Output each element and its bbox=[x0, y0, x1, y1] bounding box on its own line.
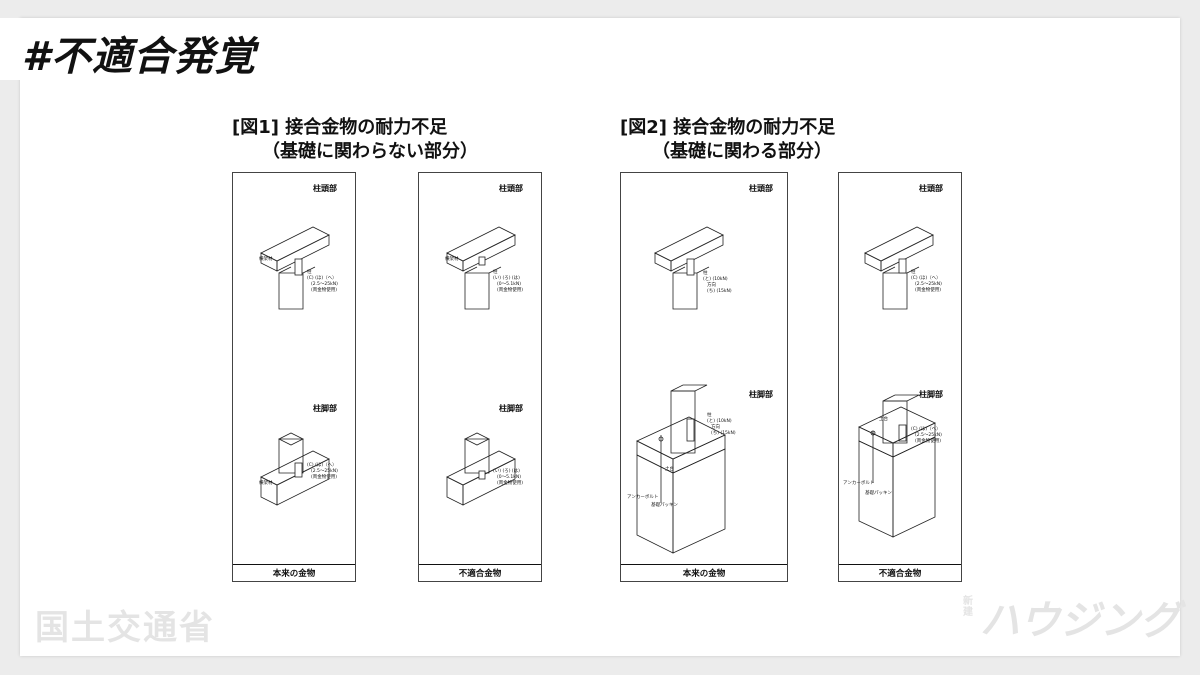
spec-a-bottom: (C) (ほ)（へ） bbox=[307, 463, 337, 468]
spec-c3-bottom: (ち) (15kN) bbox=[711, 431, 736, 436]
top-label: 柱頭部 bbox=[313, 184, 337, 193]
column-label-bottom: 柱 bbox=[707, 413, 712, 418]
packing-label: 基礎パッキン bbox=[651, 503, 678, 508]
spec-a: (C) (ほ)（へ） bbox=[307, 276, 337, 281]
content-card bbox=[20, 18, 1180, 656]
spec-c2: 方向 bbox=[707, 283, 716, 288]
column-label: 柱 bbox=[493, 270, 498, 275]
spec-a3-bottom: (両金物使用) bbox=[915, 439, 942, 444]
figure1-title-line1: [図1] 接合金物の耐力不足 bbox=[232, 117, 448, 138]
column-label: 柱 bbox=[703, 271, 708, 276]
figure2-title-line2: （基礎に関わる部分） bbox=[652, 141, 832, 162]
anchor-label: アンカーボルト bbox=[627, 495, 659, 500]
joint-drawing bbox=[636, 226, 726, 554]
joint-drawing bbox=[858, 226, 936, 538]
hashtag-title: #不適合発覚 bbox=[22, 34, 256, 80]
bottom-label: 柱脚部 bbox=[313, 404, 337, 413]
spec-c: (と) (10kN) bbox=[703, 277, 728, 282]
figure1-title-line2: （基礎に関わらない部分） bbox=[262, 141, 478, 162]
spec-a2: (2.5～25kN) bbox=[311, 282, 338, 287]
column-label: 柱 bbox=[307, 270, 312, 275]
bottom-label: 柱脚部 bbox=[499, 404, 523, 413]
watermark-small: 新建 bbox=[963, 596, 973, 618]
joint-drawing bbox=[260, 226, 330, 506]
packing-label: 基礎パッキン bbox=[865, 491, 892, 496]
panel-caption: 本来の金物 bbox=[621, 564, 787, 579]
figure2-title-line1: [図2] 接合金物の耐力不足 bbox=[620, 117, 836, 138]
joint-drawing bbox=[446, 226, 516, 506]
anchor-label: アンカーボルト bbox=[843, 481, 875, 486]
spec-c2-bottom: 方向 bbox=[711, 425, 720, 430]
hashtag-banner bbox=[0, 18, 360, 80]
foundation-label: 土台 bbox=[665, 467, 674, 472]
panel-caption: 不適合金物 bbox=[419, 564, 541, 579]
bottom-label: 柱脚部 bbox=[919, 390, 943, 399]
top-label: 柱頭部 bbox=[749, 184, 773, 193]
spec-b2-bottom: (0～5.1kN) bbox=[497, 475, 522, 480]
spec-b2: (0～5.1kN) bbox=[497, 282, 522, 287]
watermark-housing-logo: ハウジング bbox=[980, 598, 1180, 644]
spec-a: (C) (ほ)（へ） bbox=[911, 276, 941, 281]
beam-label-bottom: 横架材 bbox=[259, 481, 273, 486]
panel-fig2-wrong: 柱頭部 柱 (C) (ほ)（へ） (2.5～25kN) (両金物使用) 柱脚部 … bbox=[838, 172, 962, 582]
panel-caption: 本来の金物 bbox=[233, 564, 355, 579]
beam-label: 横架材 bbox=[445, 257, 459, 262]
spec-a-bottom: (C) (ほ)（へ） bbox=[911, 427, 941, 432]
spec-a2-bottom: (2.5～25kN) bbox=[311, 469, 338, 474]
spec-a3-bottom: (両金物使用) bbox=[311, 475, 338, 480]
foundation-label: 土台 bbox=[879, 417, 888, 422]
bottom-label: 柱脚部 bbox=[749, 390, 773, 399]
spec-b3: (両金物使用) bbox=[497, 288, 524, 293]
panel-fig1-wrong: 柱頭部 横架材 柱 (い) (ろ) (は) (0～5.1kN) (両金物使用) … bbox=[418, 172, 542, 582]
beam-label: 横架材 bbox=[259, 257, 273, 262]
panel-caption: 不適合金物 bbox=[839, 564, 961, 579]
spec-b-bottom: (い) (ろ) (は) bbox=[493, 469, 520, 474]
column-label: 柱 bbox=[911, 270, 916, 275]
spec-b: (い) (ろ) (は) bbox=[493, 276, 520, 281]
top-label: 柱頭部 bbox=[919, 184, 943, 193]
spec-b3-bottom: (両金物使用) bbox=[497, 481, 524, 486]
spec-a2: (2.5～25kN) bbox=[915, 282, 942, 287]
spec-a2-bottom: (2.5～25kN) bbox=[915, 433, 942, 438]
spec-a3: (両金物使用) bbox=[915, 288, 942, 293]
top-label: 柱頭部 bbox=[499, 184, 523, 193]
spec-c3: (ち) (15kN) bbox=[707, 289, 732, 294]
spec-c-bottom: (と) (10kN) bbox=[707, 419, 732, 424]
panel-fig1-correct: 柱頭部 横架材 柱 (C) (ほ)（へ） (2.5～25kN) (両金物使用) … bbox=[232, 172, 356, 582]
spec-a3: (両金物使用) bbox=[311, 288, 338, 293]
watermark-mlit: 国土交通省 bbox=[35, 608, 215, 648]
panel-fig2-correct: 柱頭部 柱 (と) (10kN) 方向 (ち) (15kN) 柱脚部 柱 (と)… bbox=[620, 172, 788, 582]
